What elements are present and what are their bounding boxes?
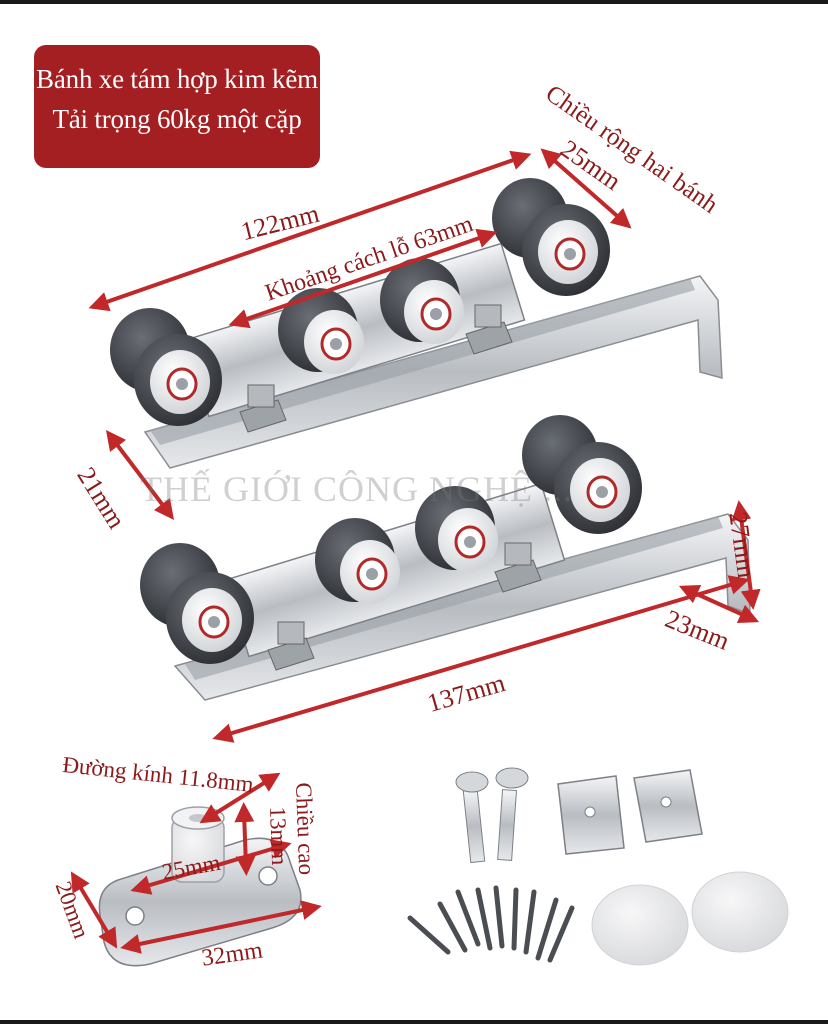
wheel-upper-1 (110, 308, 222, 426)
wheel-lower-3 (415, 486, 498, 572)
rubber-bumpers (591, 871, 789, 966)
wood-screws (407, 885, 575, 963)
top-border (0, 0, 828, 4)
badge-line-2: Tải trọng 60kg một cặp (52, 104, 302, 134)
dimension-arrows (70, 148, 761, 954)
label-guide-height-value: 13mm (265, 806, 293, 866)
wheel-lower-1 (140, 543, 254, 664)
watermark: THẾ GIỚI CÔNG NGHỆ ... (140, 469, 573, 509)
wheel-lower-4 (522, 415, 642, 534)
bottom-border (0, 1020, 828, 1024)
screws-machine (455, 767, 529, 864)
roller-set-lower (140, 415, 751, 701)
rail-upper (143, 275, 723, 469)
label-guide-height: Chiều cao (291, 782, 320, 876)
roller-set-upper (110, 178, 723, 469)
brackets (557, 769, 703, 855)
badge-line-1: Bánh xe tám hợp kim kẽm (36, 64, 318, 94)
bolt-upper-left (239, 384, 287, 433)
feature-badge: Bánh xe tám hợp kim kẽm Tải trọng 60kg m… (34, 45, 320, 168)
